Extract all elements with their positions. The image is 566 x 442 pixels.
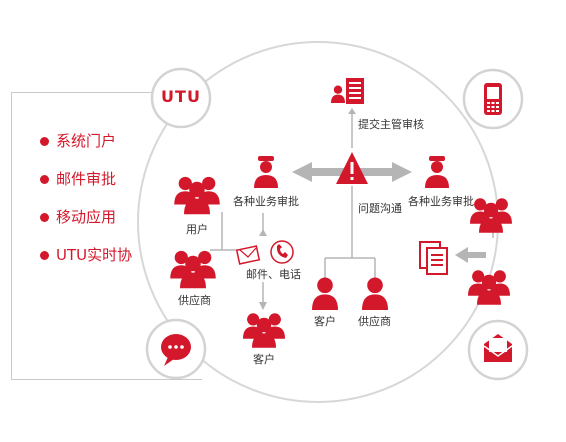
- customer-mid-label: 客户: [314, 315, 336, 328]
- bullet-dot: [40, 251, 49, 260]
- document-list-icon: [331, 78, 364, 104]
- phone-circle-icon: [270, 240, 294, 264]
- customer-bottom-label: 客户: [253, 353, 275, 366]
- supplier-mid-label: 供应商: [358, 315, 391, 328]
- channel-label: UTU实时协: [56, 246, 133, 264]
- utu-badge: [150, 67, 212, 129]
- left-approve-label: 各种业务审批: [233, 195, 299, 208]
- utu-logo: UTU: [161, 87, 201, 106]
- phone-badge: [462, 68, 524, 130]
- connectors: [210, 112, 494, 306]
- right-approve-label: 各种业务审批: [408, 195, 474, 208]
- approver-left-icon: [254, 156, 278, 188]
- bullet-dot: [40, 175, 49, 184]
- left-arrow: [455, 247, 486, 263]
- approver-right-icon: [425, 156, 449, 188]
- channel-label: 邮件审批: [56, 170, 117, 188]
- bullet-dot: [40, 213, 49, 222]
- mail-phone-label: 邮件、电话: [246, 268, 301, 281]
- chat-badge: [145, 318, 207, 380]
- channel-label: 系统门户: [56, 132, 117, 150]
- mail-stack-icon: [235, 245, 261, 265]
- connector-arrowheads: [259, 108, 356, 310]
- documents-icon: [419, 241, 448, 275]
- user-label: 用户: [186, 223, 208, 236]
- supplier-label: 供应商: [178, 294, 211, 307]
- mail-badge: [467, 319, 529, 381]
- issue-label: 问题沟通: [358, 202, 402, 215]
- warning-icon: [336, 152, 368, 184]
- bullet-dot: [40, 137, 49, 146]
- channel-label: 移动应用: [56, 208, 117, 226]
- submit-label: 提交主管审核: [358, 118, 424, 131]
